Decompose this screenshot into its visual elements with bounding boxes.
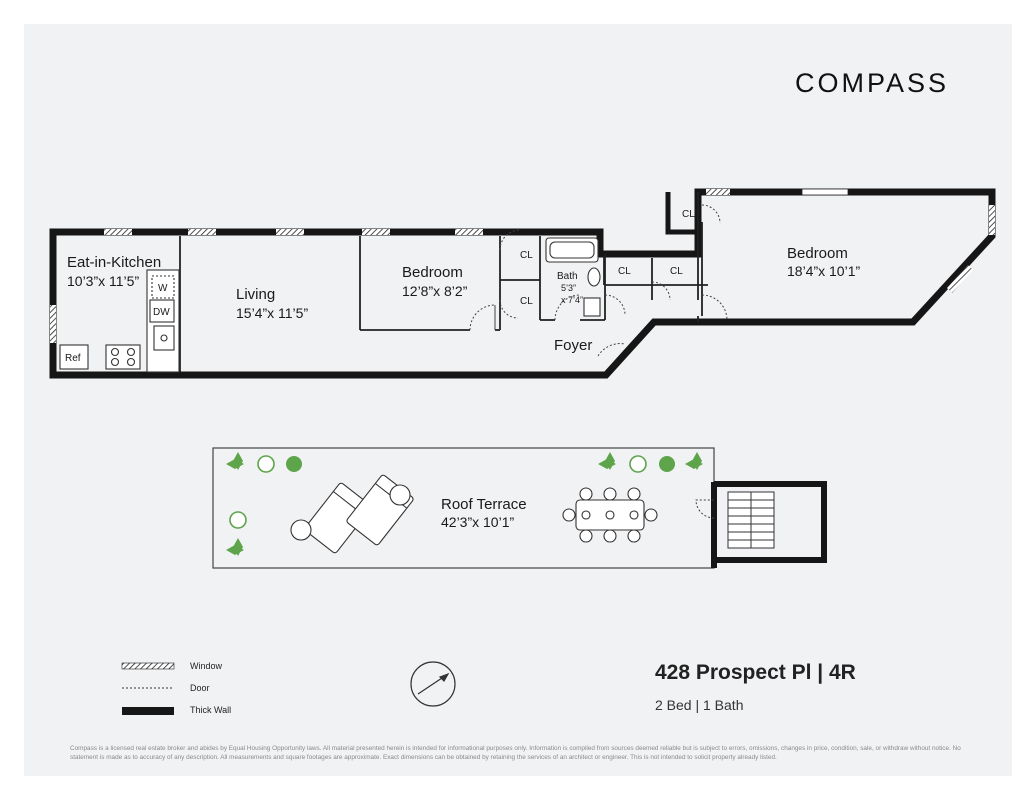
fixture-labels: CL CL CL CL CL W DW Ref (65, 209, 695, 364)
bath-label: Bath (557, 271, 578, 282)
terrace-furniture (290, 474, 658, 554)
kitchen-label: Eat-in-Kitchen (67, 254, 161, 271)
kitchen-fixtures (59, 269, 180, 373)
apartment-walls (49, 188, 996, 379)
dishwasher-label: DW (153, 307, 170, 318)
legend-symbols (121, 662, 175, 715)
compass-logo: COMPASS (795, 68, 950, 98)
bedroom1-dims: 12’8”x 8’2” (402, 283, 468, 299)
living-label: Living (236, 286, 275, 303)
bath-dims-2: x 7’4” (561, 295, 583, 305)
kitchen-dims: 10’3”x 11’5” (67, 273, 139, 289)
interior-walls (179, 192, 708, 372)
foyer-label: Foyer (554, 337, 592, 354)
bath-dims-1: 5’3” (561, 283, 576, 293)
bedroom2-dims: 18’4”x 10’1” (787, 263, 860, 279)
windows (50, 188, 995, 343)
bedroom2-label: Bedroom (787, 245, 848, 262)
fridge-label: Ref (65, 353, 81, 364)
north-compass-icon (410, 661, 456, 707)
closet-label: CL (618, 266, 631, 277)
legend-door-label: Door (190, 683, 210, 693)
closet-label: CL (520, 296, 533, 307)
listing-summary: 2 Bed | 1 Bath (655, 697, 744, 713)
living-dims: 15’4”x 11’5” (236, 305, 308, 321)
terrace-dims: 42’3”x 10’1” (441, 514, 514, 530)
listing-address: 428 Prospect Pl | 4R (655, 661, 856, 684)
closet-label: CL (682, 209, 695, 220)
washer-label: W (158, 283, 168, 294)
closet-label: CL (670, 266, 683, 277)
room-labels: Eat-in-Kitchen 10’3”x 11’5” Living 15’4”… (67, 245, 860, 530)
legend-thick-wall-label: Thick Wall (190, 705, 232, 715)
terrace-label: Roof Terrace (441, 496, 527, 513)
legal-disclaimer: Compass is a licensed real estate broker… (70, 745, 961, 761)
legend-window-label: Window (190, 661, 223, 671)
doors (469, 204, 728, 357)
closet-pocket-wall (665, 192, 698, 235)
closet-label: CL (520, 250, 533, 261)
bedroom1-label: Bedroom (402, 264, 463, 281)
bath-fixtures (545, 237, 601, 317)
floorplan-sheet (24, 24, 1012, 776)
terrace-plants (226, 452, 703, 556)
